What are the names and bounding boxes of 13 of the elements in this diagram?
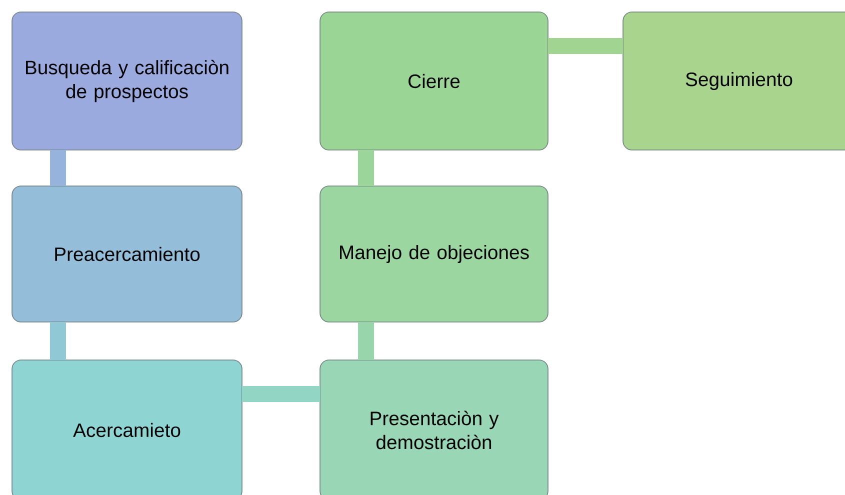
process-box: Seguimiento xyxy=(622,12,845,150)
connector-bar xyxy=(50,150,66,186)
process-box: Manejo de objeciones xyxy=(320,186,548,322)
connector-bar xyxy=(548,38,623,54)
process-box: Presentaciòn y demostraciòn xyxy=(320,360,548,495)
connector-bar xyxy=(358,322,374,360)
process-box: Busqueda y calificaciòn de prospectos xyxy=(12,12,242,150)
process-box: Acercamieto xyxy=(12,360,242,495)
process-box: Cierre xyxy=(320,12,548,150)
connector-bar xyxy=(358,150,374,186)
process-box: Preacercamiento xyxy=(12,186,242,322)
connector-bar xyxy=(242,386,320,402)
connector-bar xyxy=(50,322,66,360)
